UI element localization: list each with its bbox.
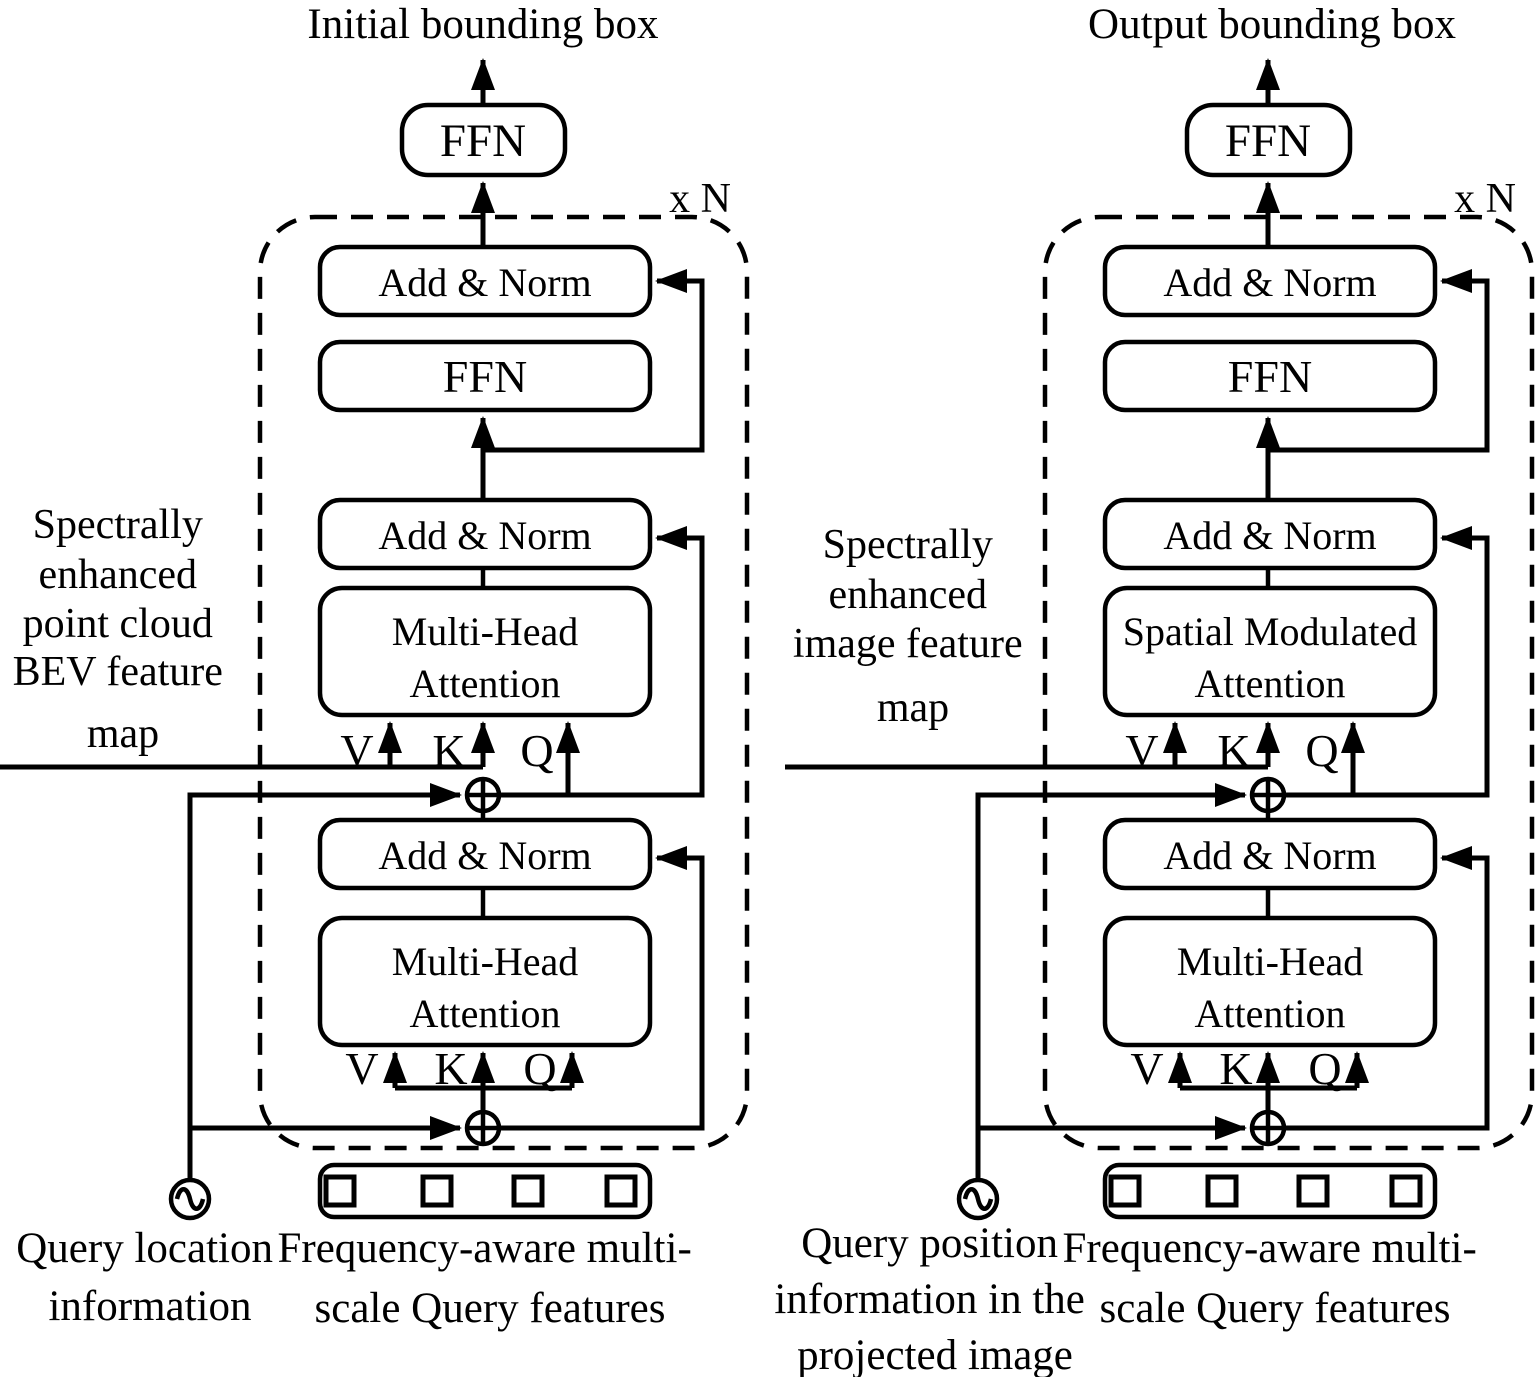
ffn-inner-box (317, 339, 653, 413)
query-token (1205, 1174, 1239, 1208)
add-norm-1-box (317, 244, 653, 318)
query-features-box (317, 1162, 653, 1220)
add-norm-3-label: Add & Norm (1163, 833, 1376, 878)
k-label-self: K (434, 1043, 467, 1094)
decoder-right: Output bounding box FFN x N Add & Norm F… (774, 1, 1535, 1377)
query-token (1389, 1174, 1423, 1208)
self-attention-box (1102, 915, 1438, 1048)
cross-attention-label-1: Multi-Head (392, 609, 579, 654)
feature-map-label: Spectrally enhanced image feature map (793, 522, 1033, 731)
residual-skip-3 (499, 846, 705, 1131)
diagram-title: Output bounding box (1088, 1, 1456, 48)
ffn-head-label: FFN (440, 115, 526, 167)
ffn-inner-label: FFN (1228, 351, 1312, 402)
query-position-line-upper (975, 783, 1247, 1180)
residual-skip-1 (483, 269, 705, 453)
query-position-line-upper (187, 783, 462, 1180)
add-norm-1-box (1102, 244, 1438, 318)
ffn-inner-label: FFN (443, 351, 527, 402)
repeat-count-label: x N (669, 176, 731, 222)
q-label-self: Q (1308, 1043, 1341, 1094)
add-norm-2-label: Add & Norm (378, 513, 591, 558)
residual-skip-2 (499, 526, 705, 798)
q-label: Q (520, 725, 553, 776)
ffn-head-box (1184, 102, 1353, 178)
diagram-title: Initial bounding box (307, 1, 658, 48)
ffn-head-label: FFN (1225, 115, 1311, 167)
sine-wave-icon (962, 1187, 994, 1211)
residual-skip-2 (1284, 526, 1490, 798)
self-attention-label-2: Attention (1194, 991, 1345, 1036)
sine-wave-icon (174, 1187, 206, 1211)
ffn-inner-box (1102, 339, 1438, 413)
residual-skip-3 (1284, 846, 1490, 1131)
self-attention-label-1: Multi-Head (392, 939, 579, 984)
cross-attention-box (1102, 585, 1438, 718)
positional-encoding-icon (168, 1177, 212, 1221)
query-features-label: Frequency-aware multi- scale Query featu… (277, 1225, 702, 1332)
query-features-label: Frequency-aware multi- scale Query featu… (1062, 1225, 1487, 1332)
query-token (511, 1174, 545, 1208)
decoder-left: Initial bounding box FFN x N Add & Norm … (0, 1, 750, 1332)
feature-map-label: Spectrally enhanced point cloud BEV feat… (13, 502, 234, 757)
cross-attention-label-2: Attention (1194, 661, 1345, 706)
cross-attention-label-2: Attention (409, 661, 560, 706)
decoder-layer-dashed-box (257, 214, 750, 1151)
decoder-layer-dashed-box (1042, 214, 1535, 1151)
k-label-self: K (1219, 1043, 1252, 1094)
cross-attention-box (317, 585, 653, 718)
query-token (420, 1174, 454, 1208)
residual-skip-1 (1268, 269, 1490, 453)
query-token (604, 1174, 638, 1208)
v-label-self: V (1130, 1043, 1163, 1094)
positional-encoding-icon (956, 1177, 1000, 1221)
self-attention-label-2: Attention (409, 991, 560, 1036)
positional-encoding-label: Query location information (16, 1225, 283, 1330)
add-norm-1-label: Add & Norm (378, 260, 591, 305)
add-norm-1-label: Add & Norm (1163, 260, 1376, 305)
query-token (1108, 1174, 1142, 1208)
self-attention-label-1: Multi-Head (1177, 939, 1364, 984)
q-label: Q (1305, 725, 1338, 776)
q-label-self: Q (523, 1043, 556, 1094)
ffn-head-box (399, 102, 568, 178)
v-label-self: V (345, 1043, 378, 1094)
positional-encoding-label: Query position information in the projec… (774, 1220, 1095, 1377)
query-features-box (1102, 1162, 1438, 1220)
add-norm-2-label: Add & Norm (1163, 513, 1376, 558)
add-norm-3-label: Add & Norm (378, 833, 591, 878)
cross-attention-label-1: Spatial Modulated (1123, 609, 1417, 654)
query-token (323, 1174, 357, 1208)
query-token (1296, 1174, 1330, 1208)
self-attention-box (317, 915, 653, 1048)
repeat-count-label: x N (1454, 176, 1516, 222)
